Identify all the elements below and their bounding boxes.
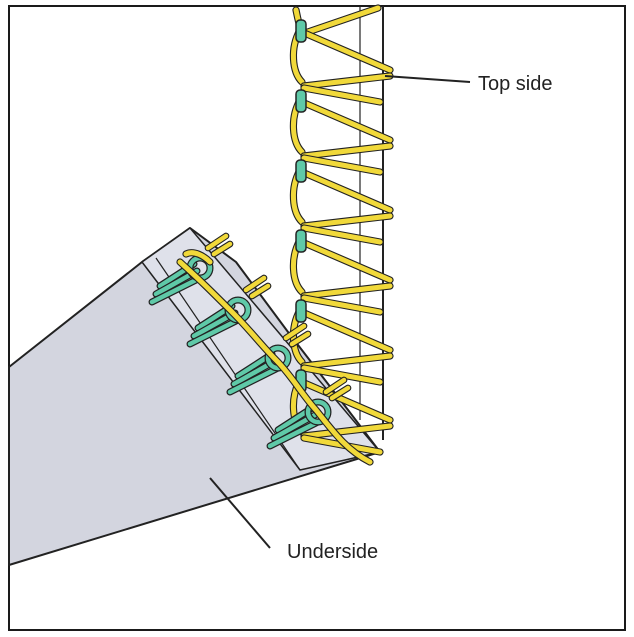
underside-leader	[209, 477, 271, 549]
top-thread-strand	[299, 379, 393, 423]
top-side-label: Top side	[478, 73, 553, 95]
top-thread-strand	[301, 283, 393, 299]
needle-thread-bar	[295, 299, 307, 323]
needle-thread-bars	[295, 19, 307, 393]
yellow-stitch	[243, 275, 267, 293]
underside-label: Underside	[287, 541, 379, 563]
green-stitch	[187, 317, 241, 347]
top-thread-strand	[301, 295, 383, 315]
yellow-stitch	[283, 323, 307, 341]
top-thread-strand	[301, 155, 383, 175]
green-stitch	[267, 419, 321, 449]
green-knot	[265, 345, 291, 371]
top-thread-loops	[289, 4, 394, 456]
top-thread-strand	[299, 309, 393, 353]
top-thread-strand	[301, 73, 393, 89]
yellow-chain	[177, 259, 373, 465]
yellow-stitch	[289, 331, 311, 347]
yellow-stitch	[205, 233, 229, 251]
underside-thread-loops	[148, 232, 374, 466]
top-thread-strand	[301, 225, 383, 245]
top-thread-strand	[299, 239, 393, 283]
top-thread-strand	[301, 143, 393, 159]
yellow-stitch	[211, 241, 233, 257]
top-thread-strand	[301, 423, 393, 439]
top-thread-strand	[301, 353, 393, 369]
green-knot	[305, 399, 331, 425]
yellow-stitch	[249, 283, 271, 299]
top-thread-strand	[299, 5, 381, 37]
needle-thread-bar	[295, 229, 307, 253]
top-side-leader	[384, 75, 471, 83]
top-thread-strand	[301, 213, 393, 229]
needle-thread-bar	[295, 19, 307, 43]
yellow-stitch	[329, 385, 351, 401]
needle-thread-bar	[295, 159, 307, 183]
needle-thread-bar	[295, 89, 307, 113]
yellow-chain-start	[183, 250, 213, 265]
green-stitch	[149, 275, 203, 305]
top-thread-strand	[301, 365, 383, 385]
yellow-stitch	[323, 377, 347, 395]
top-thread-strand	[299, 99, 393, 143]
top-thread-strand	[299, 169, 393, 213]
top-thread-strand	[299, 29, 393, 73]
top-thread-strand	[301, 85, 383, 105]
green-stitch	[227, 365, 281, 395]
